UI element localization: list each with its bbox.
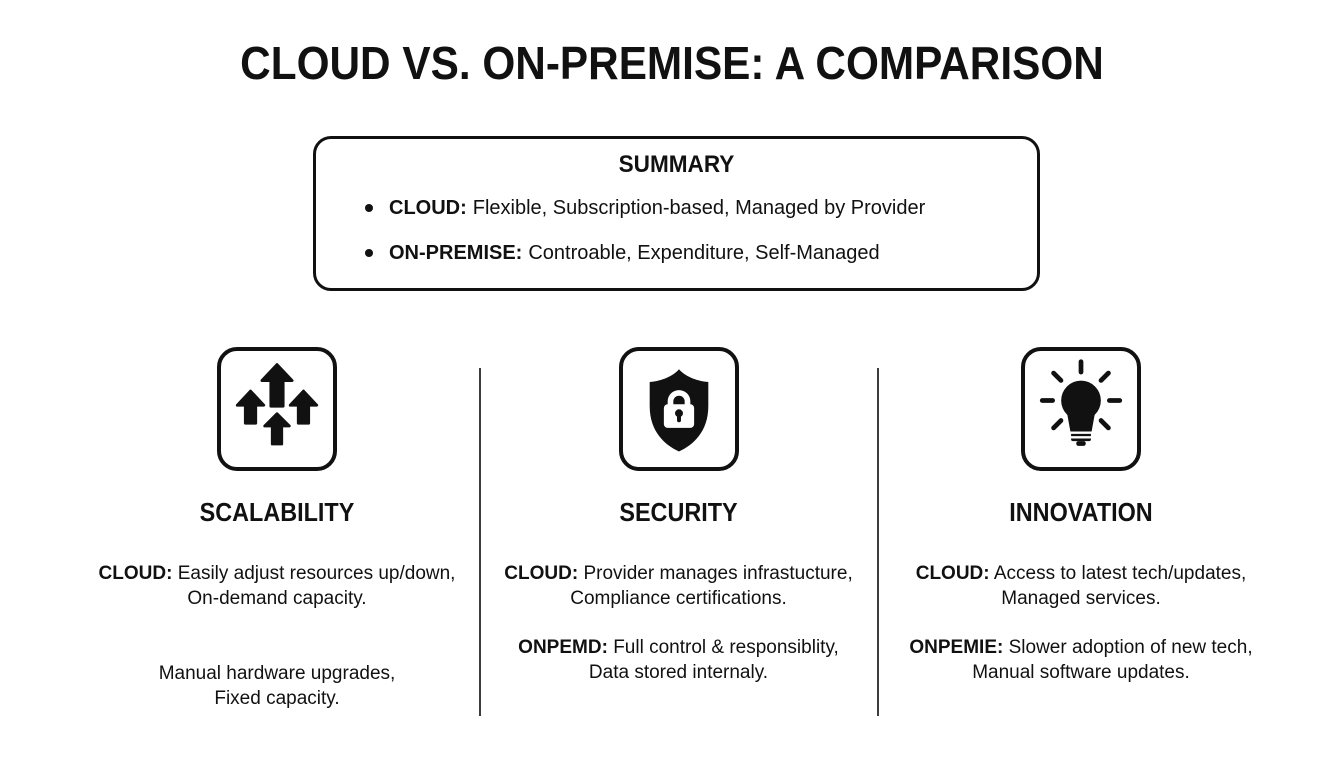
cloud-summary-text: Flexible, Subscription-based, Managed by… [472, 197, 926, 219]
text-line: Compliance certifications. [570, 588, 787, 609]
security-onpremise-block: ONPEMD: Full control & responsiblity, Da… [481, 635, 876, 685]
scalability-onpremise-block: Manual hardware upgrades, Fixed capacity… [62, 661, 492, 711]
onpremise-label: ONPEMD: [518, 637, 608, 658]
innovation-heading: INNOVATION [1009, 497, 1153, 527]
cloud-label: CLOUD: [915, 563, 990, 584]
bullet-dot-icon [365, 204, 373, 212]
scalability-heading: SCALABILITY [199, 497, 355, 527]
cloud-label: CLOUD: [504, 563, 579, 584]
shield-lock-icon [627, 357, 731, 461]
security-icon-box [618, 347, 739, 471]
summary-bullet-text: ON-PREMISE:Controable, Expenditure, Self… [389, 241, 880, 266]
bullet-dot-icon [365, 249, 373, 257]
column-security: SECURITY CLOUD: Provider manages infrast… [481, 347, 876, 685]
cloud-label: CLOUD: [98, 563, 173, 584]
scalability-icon-box [217, 347, 337, 471]
text-line: ONPEMD: Full control & responsiblity, [518, 637, 839, 658]
column-innovation: INNOVATION CLOUD: Access to latest tech/… [880, 347, 1282, 685]
innovation-onpremise-block: ONPEMIE: Slower adoption of new tech, Ma… [880, 635, 1282, 685]
column-scalability: SCALABILITY CLOUD: Easily adjust resourc… [62, 347, 492, 711]
scalability-arrows-icon [225, 357, 329, 461]
text-line: CLOUD: Access to latest tech/updates, [915, 563, 1247, 584]
onpremise-label: ONPEMIE: [909, 637, 1004, 658]
text-line: CLOUD: Easily adjust resources up/down, [98, 563, 456, 584]
summary-bullet-cloud: CLOUD:Flexible, Subscription-based, Mana… [365, 196, 1037, 221]
text-line: Fixed capacity. [214, 688, 340, 709]
column-divider-left [479, 368, 481, 716]
innovation-cloud-block: CLOUD: Access to latest tech/updates, Ma… [880, 561, 1282, 611]
column-divider-right [877, 368, 879, 716]
text-line: CLOUD: Provider manages infrastucture, [504, 563, 853, 584]
innovation-icon-box [1021, 347, 1141, 471]
scalability-cloud-block: CLOUD: Easily adjust resources up/down, … [62, 561, 492, 611]
text-line: Data stored internaly. [588, 662, 769, 683]
onpremise-summary-text: Controable, Expenditure, Self-Managed [528, 242, 880, 264]
summary-box: SUMMARY CLOUD:Flexible, Subscription-bas… [313, 136, 1040, 291]
security-heading: SECURITY [619, 497, 738, 527]
cloud-label: CLOUD: [389, 197, 467, 219]
security-cloud-block: CLOUD: Provider manages infrastucture, C… [481, 561, 876, 611]
text-line: Managed services. [1001, 588, 1161, 609]
text-line: On-demand capacity. [187, 588, 367, 609]
summary-heading: SUMMARY [618, 151, 735, 178]
page-title: CLOUD VS. ON-PREMISE: A COMPARISON [240, 37, 1104, 89]
onpremise-label: ON-PREMISE: [389, 242, 523, 264]
summary-bullet-onpremise: ON-PREMISE:Controable, Expenditure, Self… [365, 241, 1037, 266]
lightbulb-icon [1029, 357, 1133, 461]
summary-bullet-list: CLOUD:Flexible, Subscription-based, Mana… [316, 196, 1037, 266]
summary-bullet-text: CLOUD:Flexible, Subscription-based, Mana… [389, 196, 925, 221]
text-line: ONPEMIE: Slower adoption of new tech, [909, 637, 1253, 658]
text-line: Manual hardware upgrades, [158, 663, 396, 684]
text-line: Manual software updates. [972, 662, 1190, 683]
